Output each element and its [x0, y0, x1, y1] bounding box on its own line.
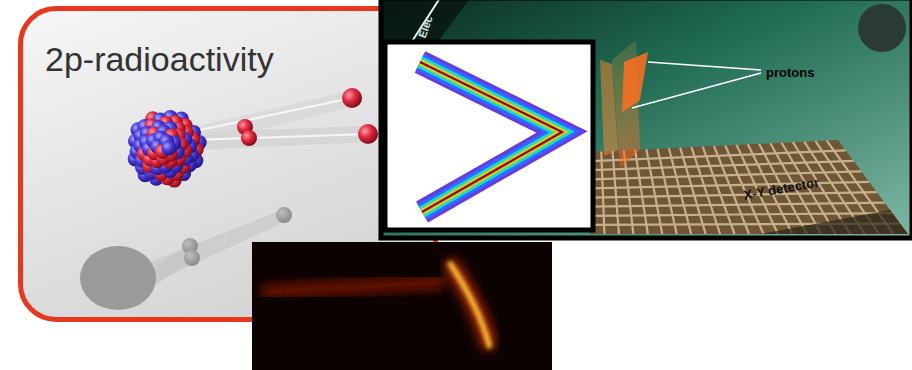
leader-lines — [632, 62, 761, 108]
grid-wire — [590, 203, 885, 207]
chevron-track — [420, 62, 562, 212]
grid-wire — [680, 148, 705, 234]
grid-wire — [590, 192, 877, 197]
grid-wire — [590, 161, 854, 170]
grid-wire — [658, 149, 677, 234]
dark-sphere — [858, 4, 906, 52]
grid-wire — [590, 182, 869, 189]
xy-detector-grid — [590, 140, 908, 234]
protons-label: protons — [766, 65, 814, 80]
emitted-protons — [237, 88, 378, 146]
inset-frame — [385, 42, 593, 230]
grid-wire — [590, 213, 892, 216]
proton-tracks — [600, 40, 648, 168]
grid-wire — [601, 151, 604, 234]
detector-background — [381, 0, 912, 238]
nucleon — [161, 141, 176, 156]
panel-title: 2p-radioactivity — [45, 39, 274, 79]
grid-wire — [691, 147, 720, 234]
camera-tracks — [262, 262, 490, 348]
protons-label-holder: protons — [766, 63, 814, 81]
emission-traces — [190, 90, 368, 150]
nucleus — [128, 110, 207, 188]
grid-wire — [590, 171, 861, 179]
grid-wire — [613, 151, 619, 234]
picture-frame — [381, 0, 912, 238]
camera-background — [252, 242, 552, 370]
grid-wire — [669, 148, 691, 234]
grid-wire — [635, 150, 648, 234]
